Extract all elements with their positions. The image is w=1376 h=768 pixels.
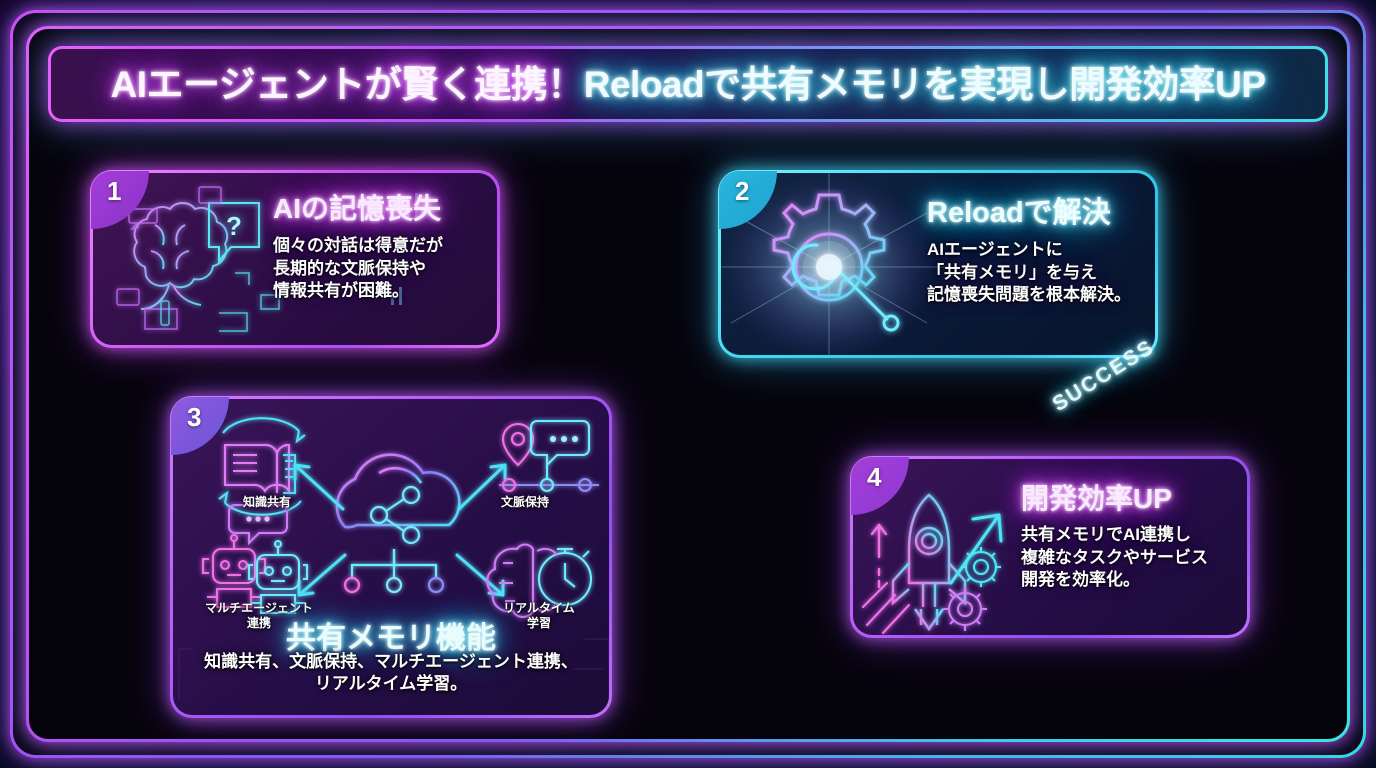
card-4-description: 共有メモリでAI連携し 複雑なタスクやサービス 開発を効率化。 <box>1021 525 1208 590</box>
title-part-1: AIエージェントが賢く連携！ <box>110 63 584 105</box>
card-1-inner: ? <box>93 173 497 345</box>
card-1-description: 個々の対話は得意だが 長期的な文脈保持や 情報共有が困難。 <box>273 236 443 301</box>
card-3-bg-circuit <box>178 638 609 699</box>
card-3-inner <box>173 399 609 715</box>
cloud-network-icon <box>201 417 599 619</box>
card-4-number: 4 <box>867 462 882 492</box>
card-2-text: Reloadで解決 AIエージェントに 「共有メモリ」を与え 記憶喪失問題を根本… <box>927 173 1155 355</box>
gear-wrench-icon <box>721 173 947 355</box>
card-1-body: AIの記憶喪失 個々の対話は得意だが 長期的な文脈保持や 情報共有が困難。 <box>93 173 497 345</box>
card-1-text: AIの記憶喪失 個々の対話は得意だが 長期的な文脈保持や 情報共有が困難。 <box>273 173 497 345</box>
diagram-label-context-retention: 文脈保持 <box>500 495 549 509</box>
card-2-inner <box>721 173 1155 355</box>
page-title: AIエージェントが賢く連携！Reloadで共有メモリを実現し開発効率UP <box>110 63 1266 105</box>
card-2-heading: Reloadで解決 <box>927 197 1111 229</box>
card-2-body: Reloadで解決 AIエージェントに 「共有メモリ」を与え 記憶喪失問題を根本… <box>721 173 1155 355</box>
card-1-heading: AIの記憶喪失 <box>273 193 442 224</box>
card-2-number: 2 <box>735 176 750 206</box>
rocket-gears-icon <box>861 493 1003 635</box>
title-part-2: Reloadで共有メモリを実現し開発効率UP <box>583 63 1266 105</box>
card-shared-memory-features[interactable]: 3 知識共有 文脈保持 マルチエージェント 連携 リアルタイム 学習 共有メモリ… <box>170 396 612 718</box>
title-banner: AIエージェントが賢く連携！Reloadで共有メモリを実現し開発効率UP <box>48 46 1328 122</box>
card-3-number: 3 <box>187 402 202 432</box>
card-ai-memory-loss[interactable]: ? <box>90 170 500 348</box>
card-4-body: 開発効率UP 共有メモリでAI連携し 複雑なタスクやサービス 開発を効率化。 <box>853 459 1247 635</box>
brain-question-icon: ? <box>116 186 280 332</box>
card-4-inner <box>853 459 1247 635</box>
card-2-description: AIエージェントに 「共有メモリ」を与え 記憶喪失問題を根本解決。 <box>927 240 1131 305</box>
card-3-description: 知識共有、文脈保持、マルチエージェント連携、 リアルタイム学習。 <box>204 652 578 694</box>
diagram-label-knowledge-sharing: 知識共有 <box>242 495 291 509</box>
card-1-number: 1 <box>107 176 122 206</box>
card-4-heading: 開発効率UP <box>1021 483 1172 514</box>
card-4-text: 開発効率UP 共有メモリでAI連携し 複雑なタスクやサービス 開発を効率化。 <box>1021 459 1247 635</box>
card-dev-efficiency-up[interactable]: 4 開発効率UP 共有メモリでAI連携し 複雑なタスクやサービス 開発を効率化。 <box>850 456 1250 638</box>
svg-text:?: ? <box>226 211 242 241</box>
card-1-bg-data-strip <box>391 193 418 305</box>
card-reload-solution[interactable]: 2 Reloadで解決 AIエージェントに 「共有メモリ」を与え 記憶喪失問題を… <box>718 170 1158 358</box>
